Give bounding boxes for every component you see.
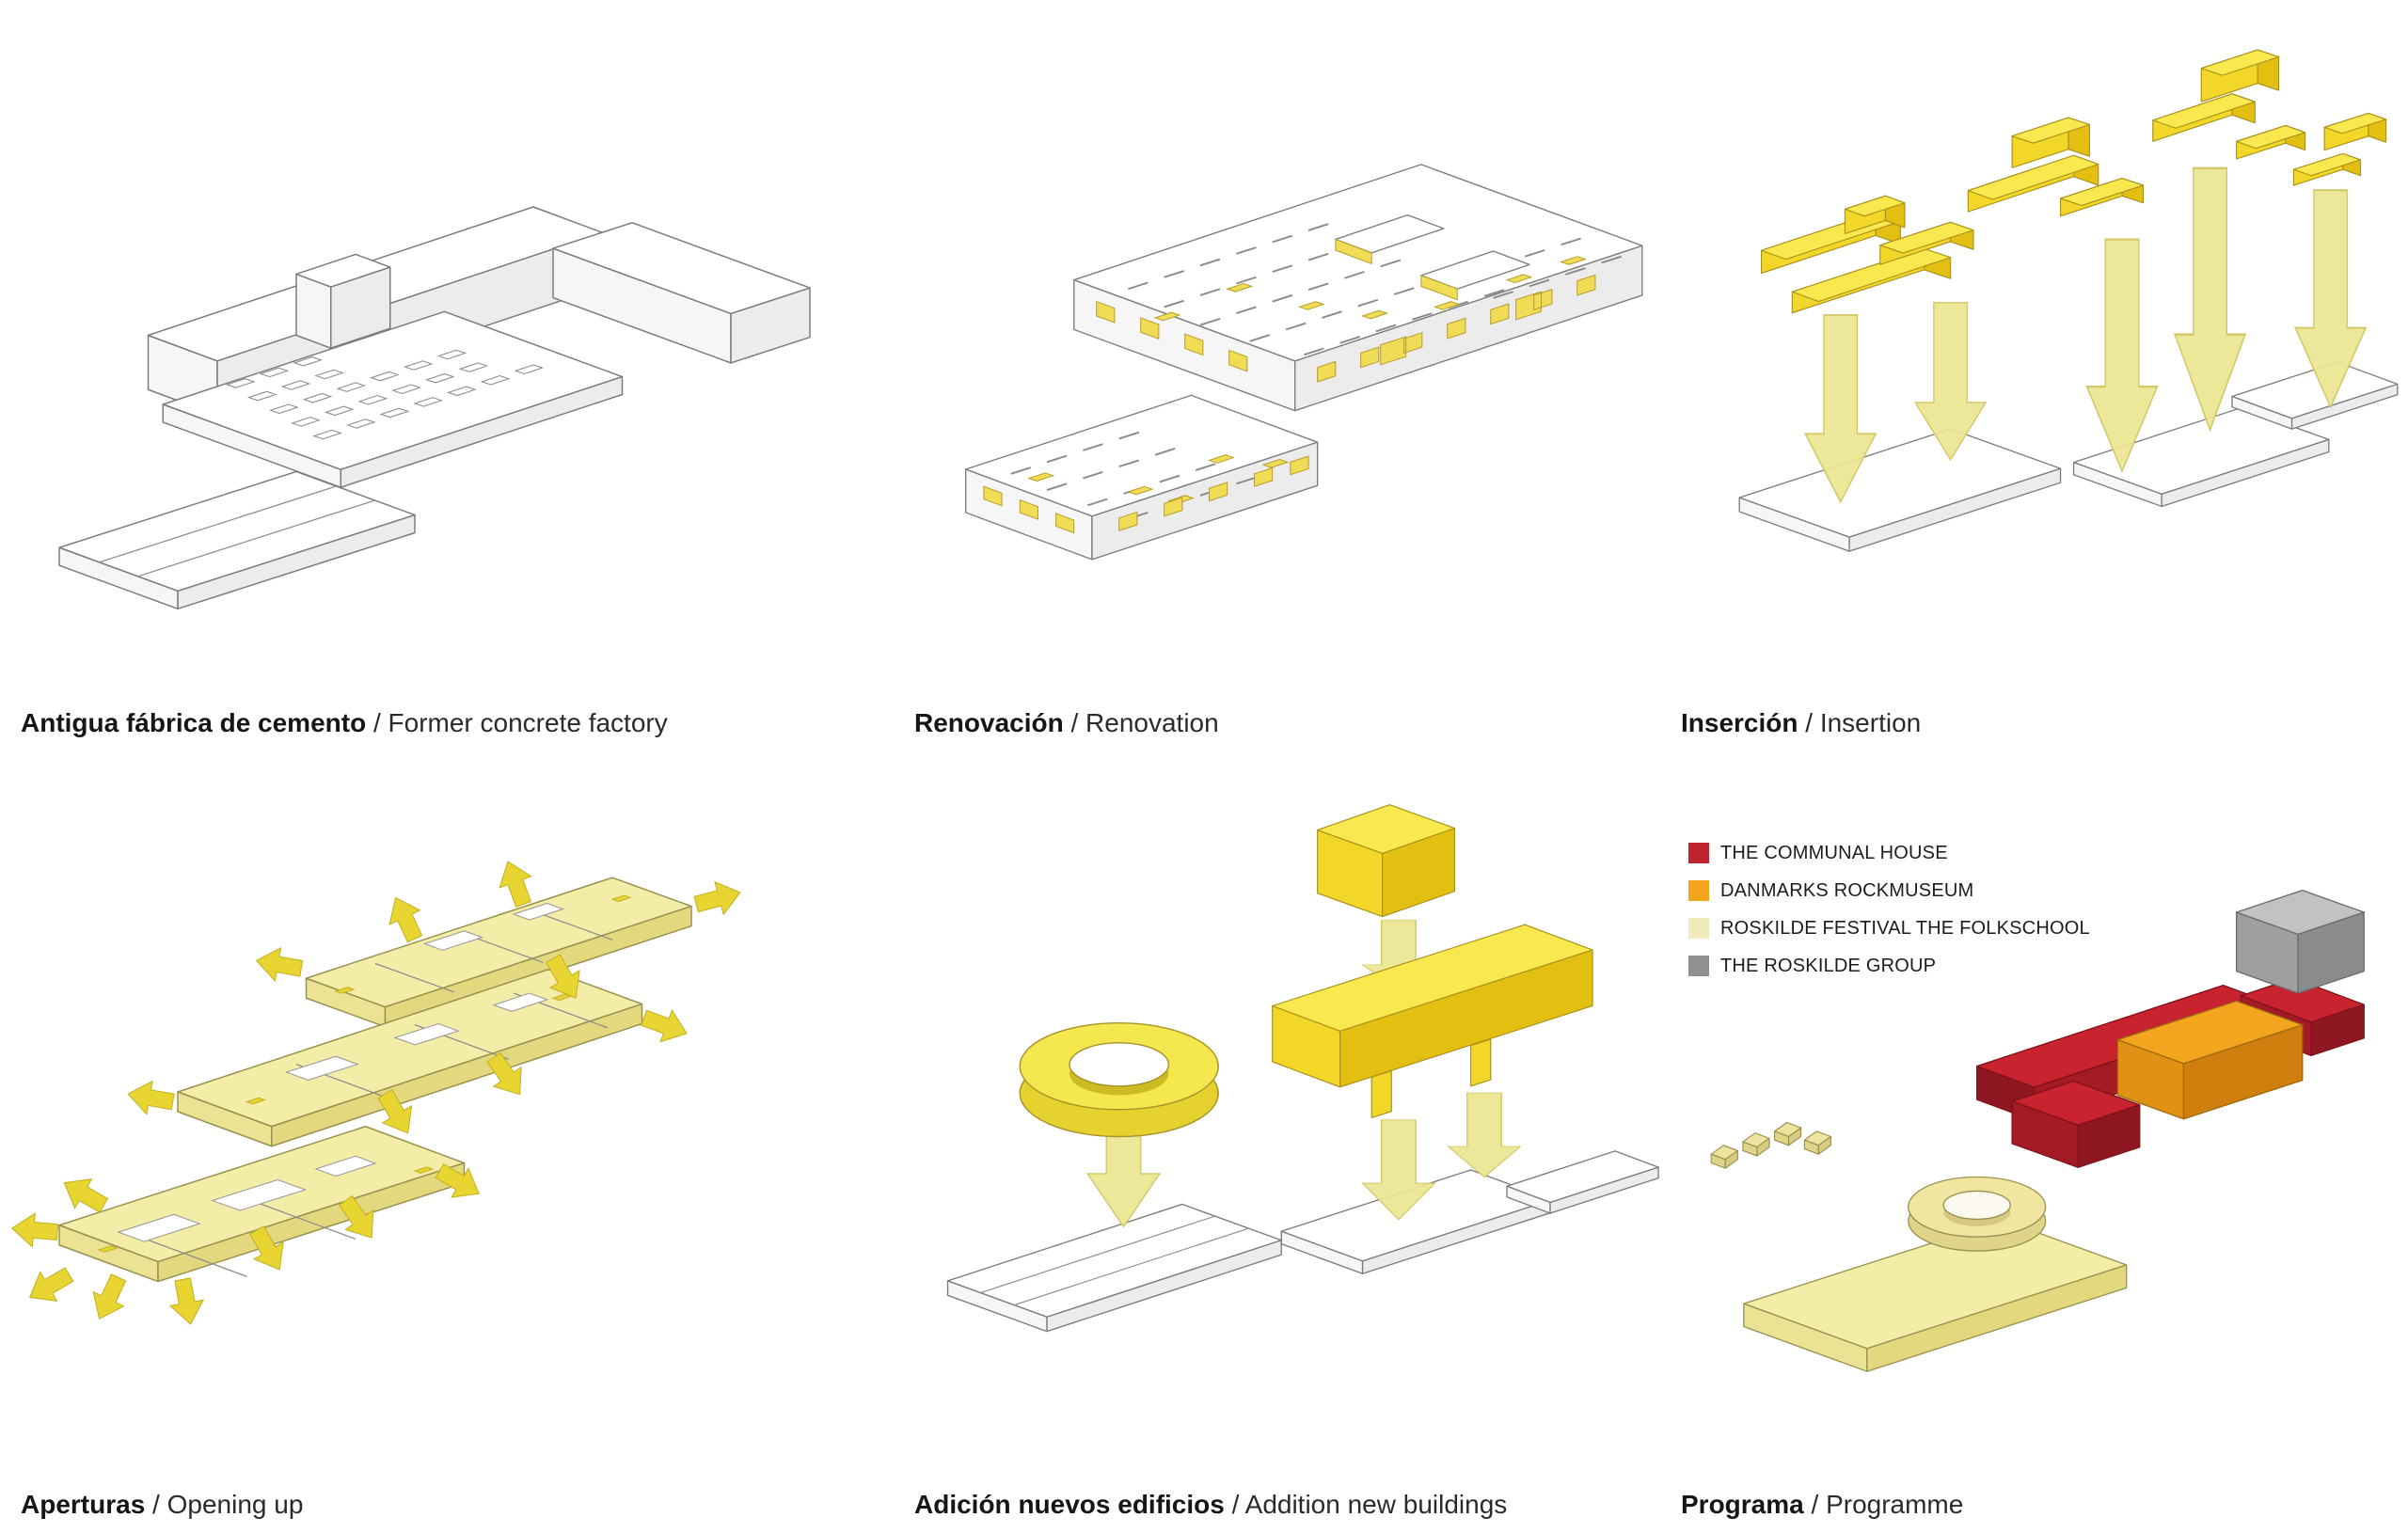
- caption-es: Antigua fábrica de cemento: [21, 708, 367, 737]
- facade-windows-left: [1096, 300, 1248, 372]
- renovated-low-slab: [965, 394, 1319, 561]
- folkschool-ring: [1908, 1176, 2047, 1252]
- down-arrow-icon: [2173, 166, 2247, 432]
- down-arrow-icon: [2085, 238, 2159, 473]
- folkschool-tents: [1710, 1121, 1832, 1169]
- panel-programme: THE COMMUNAL HOUSE DANMARKS ROCKMUSEUM R…: [1660, 766, 2408, 1533]
- former-factory-diagram: [58, 206, 811, 610]
- legend-label: THE ROSKILDE GROUP: [1720, 955, 1937, 976]
- caption-openings: Aperturas / Opening up: [21, 1490, 304, 1519]
- courtyard-openings: [1335, 213, 1530, 301]
- legend-swatch-folkschool: [1688, 918, 1709, 939]
- caption-addition: Adición nuevos edificios / Addition new …: [914, 1490, 1508, 1519]
- outward-arrow-icon: [21, 1259, 78, 1313]
- caption-programme: Programa / Programme: [1681, 1490, 1964, 1519]
- outward-arrow-icon: [124, 1077, 177, 1119]
- outward-arrow-icon: [83, 1270, 135, 1327]
- panel-renovation: Renovación / Renovation: [894, 0, 1660, 766]
- legend-item: THE ROSKILDE GROUP: [1688, 955, 2090, 977]
- legend-label: THE COMMUNAL HOUSE: [1720, 842, 1948, 863]
- caption-renovation: Renovación / Renovation: [914, 708, 1219, 737]
- roof-hatching: [1128, 223, 1623, 356]
- insertion-diagram: [1738, 49, 2399, 552]
- outward-arrow-icon: [166, 1275, 208, 1328]
- renovation-diagram: [965, 164, 1643, 561]
- programme-diagram: [1710, 889, 2365, 1372]
- ground-slabs: [946, 1150, 1659, 1333]
- legend-item: THE COMMUNAL HOUSE: [1688, 842, 2090, 864]
- legend-item: DANMARKS ROCKMUSEUM: [1688, 879, 2090, 902]
- legend-label: ROSKILDE FESTIVAL THE FOLKSCHOOL: [1720, 917, 2090, 939]
- outward-arrow-icon: [691, 876, 746, 922]
- new-cube-volume: [1317, 804, 1455, 918]
- outward-arrow-icon: [253, 943, 305, 986]
- folkschool-slab: [1743, 1219, 2128, 1372]
- open-plate-back: [305, 877, 692, 1028]
- facade-windows-right: [1317, 274, 1596, 383]
- legend-label: DANMARKS ROCKMUSEUM: [1720, 879, 1974, 901]
- new-ring-volume: [1019, 1021, 1219, 1138]
- programme-legend: THE COMMUNAL HOUSE DANMARKS ROCKMUSEUM R…: [1688, 842, 2090, 992]
- panel-insertion: Inserción / Insertion: [1660, 0, 2408, 766]
- ground-slabs: [1738, 361, 2399, 552]
- outward-arrow-icon: [491, 855, 540, 911]
- roof-openings-yellow: [1153, 256, 1587, 322]
- open-plate-middle: [177, 969, 643, 1147]
- down-arrow-icon: [1914, 302, 1987, 461]
- outward-arrow-icon: [9, 1210, 59, 1250]
- renovated-main-building: [1073, 164, 1643, 412]
- factory-right-wing: [552, 222, 811, 364]
- factory-low-slab: [58, 470, 416, 610]
- inserted-volumes: [1760, 49, 2387, 314]
- factory-tower: [295, 253, 391, 349]
- legend-swatch-rockmuseum: [1688, 880, 1709, 901]
- rockmuseum-orange-box: [2116, 1000, 2304, 1120]
- outward-arrow-icon: [379, 890, 431, 947]
- caption-former-factory: Antigua fábrica de cemento / Former conc…: [21, 708, 668, 737]
- roskilde-group-gray-cube: [2235, 889, 2365, 994]
- legend-item: ROSKILDE FESTIVAL THE FOLKSCHOOL: [1688, 917, 2090, 940]
- legend-swatch-communal-house: [1688, 843, 1709, 863]
- caption-insertion: Inserción / Insertion: [1681, 708, 1922, 737]
- skylight-rows: [225, 349, 545, 440]
- communal-house-front-arm: [2011, 1080, 2141, 1168]
- caption-en: Former concrete factory: [388, 708, 668, 737]
- down-arrow-icon: [1447, 1092, 1522, 1178]
- outward-arrow-icon: [637, 1001, 693, 1051]
- open-plate-front: [58, 1126, 466, 1283]
- panel-openings: Aperturas / Opening up: [0, 766, 894, 1533]
- addition-diagram: [946, 804, 1659, 1333]
- new-bar-volume: [1272, 924, 1593, 1118]
- openings-diagram: [9, 855, 746, 1328]
- panel-addition: Adición nuevos edificios / Addition new …: [894, 766, 1660, 1533]
- factory-roof-plate: [162, 310, 624, 488]
- legend-swatch-roskilde-group: [1688, 956, 1709, 976]
- panel-former-factory: Antigua fábrica de cemento / Former conc…: [0, 0, 894, 766]
